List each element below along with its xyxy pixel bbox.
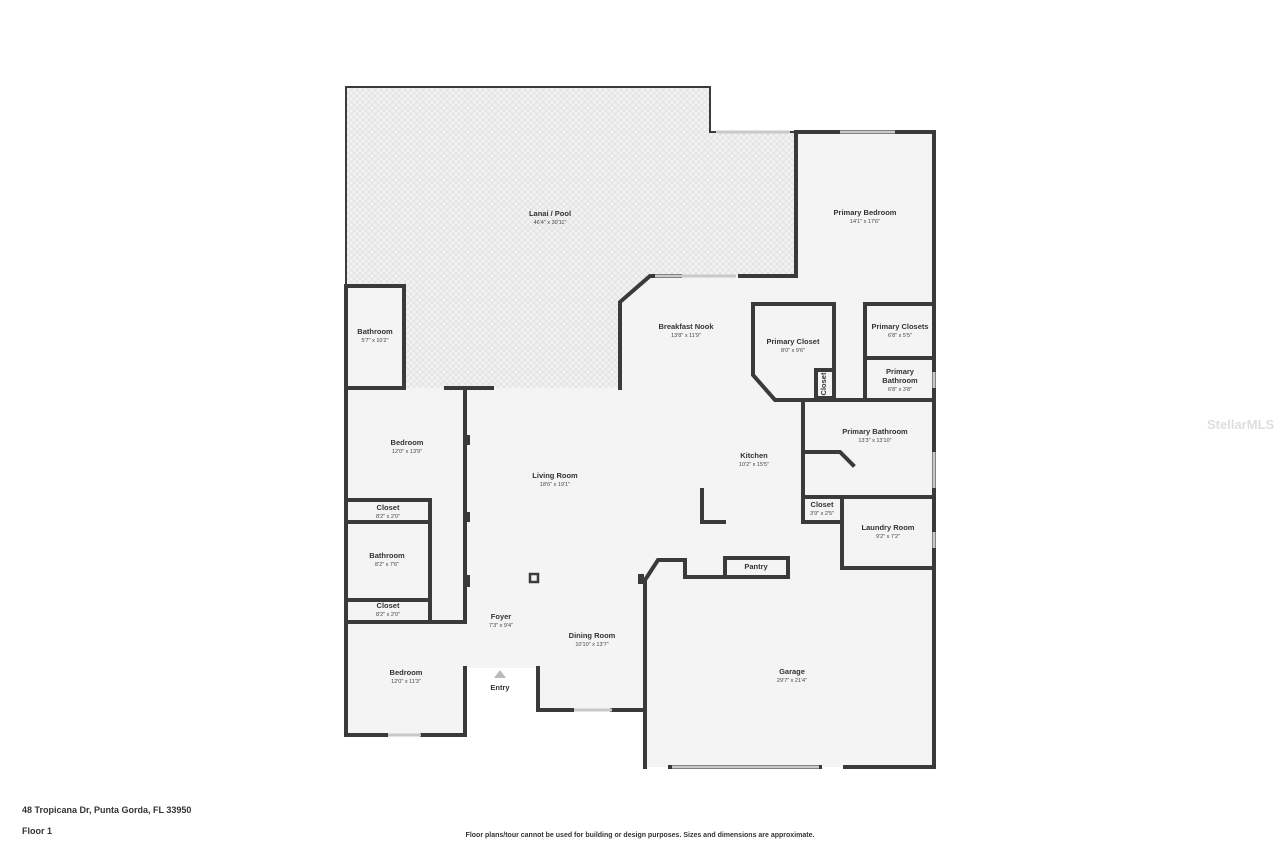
room-name: Closet <box>819 372 828 395</box>
room-name: Foyer <box>491 612 512 621</box>
exterior-wall-bedroom2 <box>420 666 467 737</box>
exterior-wall-left <box>344 284 406 624</box>
room-name: Bedroom <box>390 668 423 677</box>
room-dimensions: 8'2" x 7'6" <box>375 562 399 568</box>
room-dimensions: 46'4" x 30'11" <box>534 220 567 226</box>
room-dimensions: 12'0" x 11'3" <box>391 679 421 685</box>
room-dimensions: 13'3" x 13'10" <box>858 438 891 444</box>
room-name: Bathroom <box>882 376 918 385</box>
column <box>465 575 470 587</box>
room-name: Primary Bedroom <box>834 208 897 217</box>
kitchen-island <box>700 488 726 524</box>
room-name: Closet <box>377 503 400 512</box>
lanai-floor <box>346 87 796 388</box>
room-dimensions: 14'1" x 17'6" <box>850 219 880 225</box>
floor-label: Floor 1 <box>22 826 53 836</box>
house-floor <box>346 132 934 767</box>
room-name: Breakfast Nook <box>658 322 714 331</box>
column <box>528 572 540 584</box>
room-dimensions: 8'2" x 2'0" <box>376 514 400 520</box>
column <box>465 512 470 522</box>
laundry-wall <box>840 520 936 570</box>
primary-closets-wall <box>863 302 936 360</box>
room-dimensions: 8'0" x 9'6" <box>781 348 805 354</box>
exterior-wall-dining <box>536 666 574 712</box>
tub-wall <box>801 450 856 468</box>
room-dimensions: 10'10" x 13'7" <box>575 642 608 648</box>
room-dimensions: 5'7" x 10'2" <box>361 338 388 344</box>
room-dimensions: 29'7" x 21'4" <box>777 678 807 684</box>
room-name: Dining Room <box>569 631 616 640</box>
room-dimensions: 10'2" x 15'5" <box>739 462 769 468</box>
room-dimensions: 6'8" x 3'8" <box>888 387 912 393</box>
closet3-wall-2 <box>801 495 844 524</box>
room-name: Primary Closet <box>767 337 820 346</box>
room-dimensions: 18'6" x 19'1" <box>540 482 570 488</box>
room-name: Closet <box>811 500 834 509</box>
room-name: Laundry Room <box>862 523 915 532</box>
room-name: Entry <box>490 683 510 692</box>
column <box>638 574 644 584</box>
column <box>465 435 470 445</box>
property-address: 48 Tropicana Dr, Punta Gorda, FL 33950 <box>22 805 192 815</box>
watermark-logo: StellarMLS <box>1207 417 1275 432</box>
closet1-wall <box>344 498 432 524</box>
room-dimensions: 12'0" x 13'9" <box>392 449 422 455</box>
room-labels: Lanai / Pool 46'4" x 30'11" Primary Bedroo… <box>357 208 928 692</box>
room-name: Garage <box>779 667 805 676</box>
room-name: Bathroom <box>369 551 405 560</box>
room-name: Bedroom <box>391 438 424 447</box>
disclaimer: Floor plans/tour cannot be used for buil… <box>465 832 815 839</box>
room-dimensions: 13'8" x 11'9" <box>671 333 701 339</box>
room-dimensions: 8'2" x 2'0" <box>376 612 400 618</box>
room-dimensions: 3'9" x 2'5" <box>810 511 834 517</box>
room-name: Pantry <box>744 562 768 571</box>
room-name: Primary Bathroom <box>842 427 908 436</box>
pantry-wall <box>723 556 790 579</box>
room-name: Primary <box>886 367 915 376</box>
room-dimensions: 7'3" x 9'4" <box>489 623 513 629</box>
room-name: Lanai / Pool <box>529 209 571 218</box>
room-dimensions: 6'8" x 5'5" <box>888 333 912 339</box>
room-name: Living Room <box>532 471 578 480</box>
room-dimensions: 9'2" x 7'2" <box>876 534 900 540</box>
room-name: Primary Closets <box>871 322 928 331</box>
room-name: Closet <box>377 601 400 610</box>
exterior-wall-bedroom2-left <box>344 620 388 737</box>
room-name: Kitchen <box>740 451 768 460</box>
nook-wall-2 <box>738 130 798 278</box>
room-name: Bathroom <box>357 327 393 336</box>
bathroom-left-floor <box>346 286 404 388</box>
entry-arrow-icon <box>494 670 506 678</box>
